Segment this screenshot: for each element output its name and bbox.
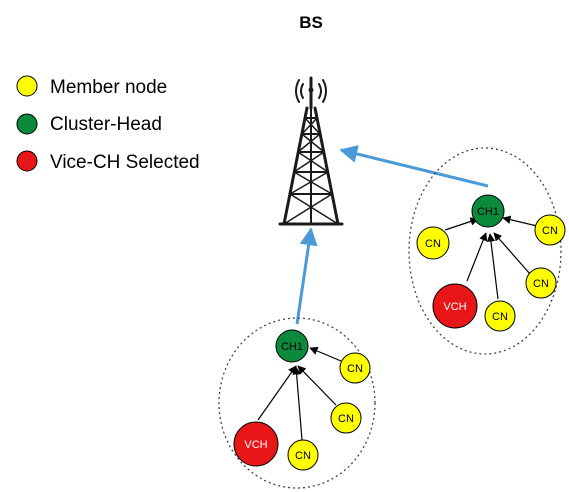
edge-cn-to-ch [309, 347, 342, 362]
vice-cluster-head-node: VCH [432, 283, 478, 329]
member-node: CN [339, 352, 371, 384]
uplink-arrow-left-cluster [295, 227, 318, 325]
edge-cn-to-ch [297, 365, 337, 406]
legend-label-vice: Vice-CH Selected [50, 152, 200, 173]
legend: Member node Cluster-Head Vice-CH Selecte… [16, 75, 200, 173]
cluster-boundary [218, 317, 376, 489]
uplink-arrow-right-cluster [339, 145, 489, 188]
edge-vch-to-ch [466, 232, 488, 282]
member-node: CN [287, 439, 319, 471]
member-node: CN [416, 226, 450, 260]
cluster-boundary [408, 147, 562, 355]
member-node: CN [484, 300, 516, 332]
svg-text:CN: CN [347, 363, 363, 375]
member-node: CN [330, 402, 362, 434]
radio-tower-icon [278, 76, 344, 226]
svg-text:CN: CN [492, 311, 508, 323]
cluster-right: CH1 CN CN CN CN VCH [408, 147, 566, 355]
svg-text:CN: CN [425, 238, 441, 250]
cluster-head-node: CH1 [275, 329, 309, 363]
legend-label-member: Member node [50, 77, 167, 98]
svg-text:VCH: VCH [244, 439, 267, 451]
svg-text:CN: CN [338, 413, 354, 425]
cluster-head-node: CH1 [471, 194, 505, 228]
svg-text:CH1: CH1 [477, 206, 499, 218]
legend-swatch-head [16, 113, 38, 135]
legend-item-member-node: Member node [16, 75, 167, 98]
legend-item-vice-ch: Vice-CH Selected [16, 150, 200, 173]
base-station-title: BS [299, 13, 323, 32]
vice-cluster-head-node: VCH [233, 421, 279, 467]
legend-swatch-vice [16, 150, 38, 172]
svg-text:CN: CN [295, 450, 311, 462]
svg-text:VCH: VCH [443, 301, 466, 313]
member-node: CN [525, 267, 557, 299]
edge-cn-to-ch [493, 232, 531, 275]
svg-text:CN: CN [533, 278, 549, 290]
edge-cn-to-ch [502, 215, 538, 227]
member-node: CN [534, 214, 566, 246]
legend-item-cluster-head: Cluster-Head [16, 113, 162, 135]
svg-text:CN: CN [542, 225, 558, 237]
legend-swatch-member [16, 75, 38, 97]
legend-label-head: Cluster-Head [50, 114, 162, 135]
edge-cn-to-ch [444, 217, 479, 231]
edge-vch-to-ch [257, 365, 297, 421]
edge-cn-to-ch [292, 366, 303, 441]
cluster-left: CH1 CN CN CN VCH [218, 317, 376, 489]
svg-text:CH1: CH1 [281, 341, 303, 353]
edge-cn-to-ch [486, 233, 499, 300]
